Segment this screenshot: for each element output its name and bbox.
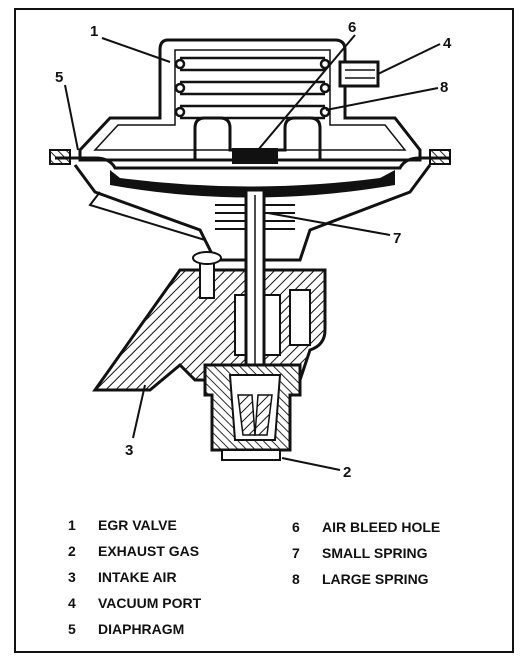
leader-4: [377, 43, 441, 75]
legend-number: 7: [292, 545, 300, 561]
air-bleed-plug: [232, 148, 278, 164]
callout-2: 2: [343, 464, 351, 481]
callout-7: 7: [393, 230, 401, 247]
diaphragm-plate: [110, 170, 395, 198]
legend-item-1: 1 EGR VALVE: [68, 517, 177, 533]
legend-item-3: 3 INTAKE AIR: [68, 569, 177, 585]
callout-5: 5: [55, 69, 63, 86]
legend-number: 5: [68, 621, 76, 637]
legend-item-8: 8 LARGE SPRING: [292, 571, 429, 587]
legend-item-4: 4 VACUUM PORT: [68, 595, 201, 611]
callout-3: 3: [125, 442, 133, 459]
legend-label: VACUUM PORT: [98, 595, 202, 611]
leader-2: [281, 457, 341, 471]
leader-3: [132, 384, 146, 439]
legend-number: 3: [68, 569, 76, 585]
legend-number: 6: [292, 519, 300, 535]
legend-number: 2: [68, 543, 76, 559]
leader-8: [325, 87, 439, 111]
legend-number: 8: [292, 571, 300, 587]
mounting-bolt: [192, 251, 222, 299]
callout-4: 4: [443, 35, 452, 52]
legend-item-5: 5 DIAPHRAGM: [68, 621, 184, 637]
legend-label: DIAPHRAGM: [98, 621, 185, 637]
leader-6: [257, 34, 356, 151]
leader-lines: [64, 34, 441, 471]
legend-number: 4: [68, 595, 76, 611]
legend-item-2: 2 EXHAUST GAS: [68, 543, 199, 559]
legend-label: INTAKE AIR: [98, 569, 177, 585]
upper-housing: [78, 38, 422, 162]
legend-label: AIR BLEED HOLE: [322, 519, 441, 535]
diaphragm-flange: [49, 149, 451, 170]
legend-label: SMALL SPRING: [322, 545, 428, 561]
callout-1: 1: [90, 23, 98, 40]
exhaust-housing: [203, 363, 302, 461]
legend-label: EGR VALVE: [98, 517, 177, 533]
callout-8: 8: [440, 79, 448, 96]
legend-item-6: 6 AIR BLEED HOLE: [292, 519, 440, 535]
callout-6: 6: [348, 19, 356, 36]
legend-item-7: 7 SMALL SPRING: [292, 545, 428, 561]
vacuum-port: [338, 60, 380, 88]
leader-1: [101, 37, 171, 63]
legend-number: 1: [68, 517, 76, 533]
legend-label: EXHAUST GAS: [98, 543, 200, 559]
figure-frame: [14, 8, 514, 653]
leader-5: [64, 84, 79, 151]
legend-label: LARGE SPRING: [322, 571, 429, 587]
leader-7: [267, 212, 391, 236]
